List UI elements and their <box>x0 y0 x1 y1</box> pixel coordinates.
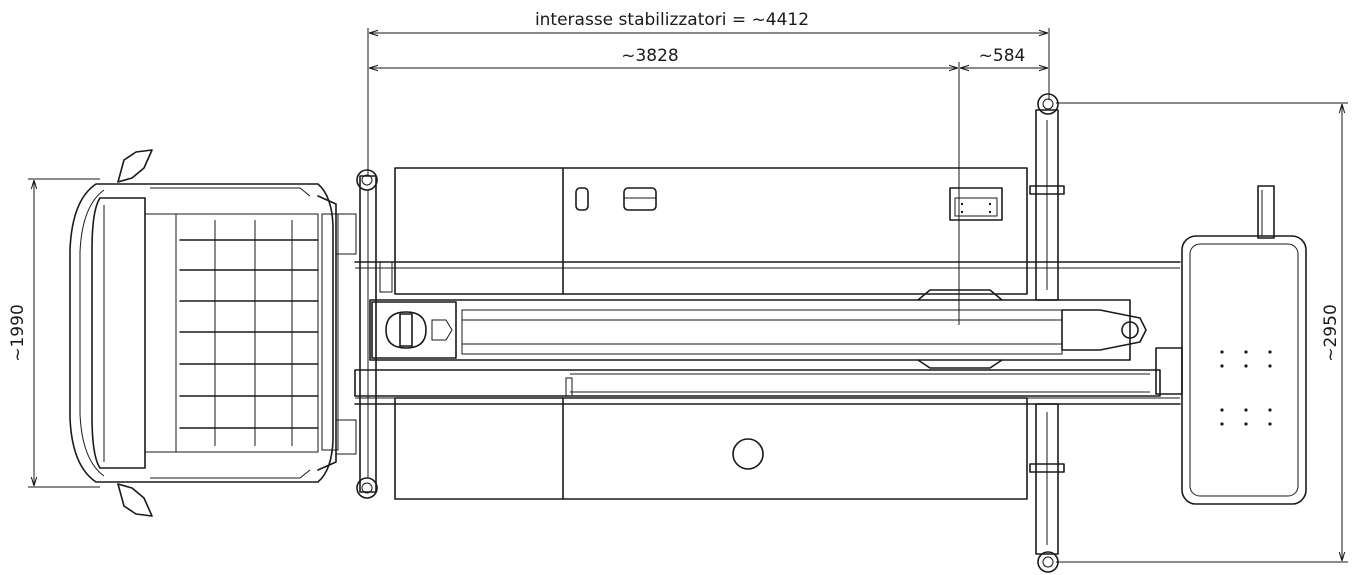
equipment-body <box>354 167 1181 500</box>
cab-width-label: ~1990 <box>8 304 28 362</box>
rear-section-label: ~584 <box>979 46 1026 66</box>
boom-assembly <box>354 289 1161 397</box>
tank-cap-icon <box>732 438 764 470</box>
work-platform <box>1155 185 1307 505</box>
platform-bolt-pattern <box>1220 350 1272 426</box>
front-outriggers <box>335 169 393 499</box>
outrigger-width-label: ~2950 <box>1321 304 1341 362</box>
front-top-pad-icon <box>356 169 378 191</box>
truck-cab <box>69 149 339 517</box>
outrigger-span-label: interasse stabilizzatori = ~4412 <box>535 10 809 30</box>
dimension-lines <box>28 28 1348 563</box>
front-bottom-pad-icon <box>356 477 378 499</box>
front-section-label: ~3828 <box>621 46 679 66</box>
rear-top-pad-icon <box>1037 93 1059 115</box>
roof-ribs <box>179 220 319 446</box>
rear-outriggers <box>1029 93 1065 573</box>
rear-bottom-pad-icon <box>1037 551 1059 573</box>
right-mirror-icon <box>117 483 153 517</box>
left-mirror-icon <box>117 149 153 183</box>
